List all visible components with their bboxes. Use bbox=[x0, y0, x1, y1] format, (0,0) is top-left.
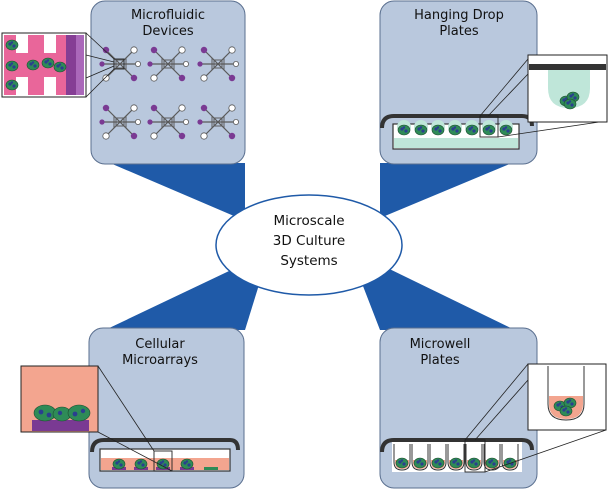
panel-cellular-microarrays: Cellular Microarrays bbox=[88, 327, 245, 489]
center-title-line-2: 3D Culture bbox=[273, 233, 345, 249]
panel-microfluidic-devices: Microfluidic Devices bbox=[85, 0, 246, 165]
panel-title-line-2: Plates bbox=[420, 353, 460, 368]
panel-title-line-1: Microfluidic bbox=[131, 8, 205, 23]
microarray-zoom-inset bbox=[20, 365, 99, 433]
panel-title-line-1: Hanging Drop bbox=[414, 8, 504, 23]
hanging-drops-row bbox=[397, 120, 513, 136]
center-title-line-1: Microscale bbox=[273, 213, 344, 229]
connector-bottom-left bbox=[105, 262, 262, 330]
connectors bbox=[105, 163, 515, 330]
hanging-drop-zoom-inset bbox=[527, 54, 608, 123]
panel-title-line-2: Plates bbox=[439, 24, 479, 39]
panel-title-line-1: Microwell bbox=[410, 337, 471, 352]
connector-bottom-right bbox=[356, 262, 515, 330]
microarray-spots bbox=[112, 458, 218, 470]
panel-background bbox=[90, 0, 246, 165]
center-node: Microscale 3D Culture Systems bbox=[215, 194, 403, 296]
panel-microwell-plates: Microwell Plates bbox=[379, 327, 607, 489]
microwell-zoom-inset bbox=[527, 363, 607, 431]
panel-title-line-2: Microarrays bbox=[122, 353, 198, 368]
panel-title-line-2: Devices bbox=[142, 24, 193, 39]
microwell-wells bbox=[393, 444, 519, 471]
microfluidic-zoom-inset bbox=[1, 32, 87, 98]
panel-hanging-drop-plates: Hanging Drop Plates bbox=[379, 0, 607, 165]
connector-top-right bbox=[356, 163, 512, 228]
center-ellipse bbox=[215, 194, 403, 296]
center-title-line-3: Systems bbox=[280, 253, 337, 269]
connector-top-left bbox=[110, 163, 262, 228]
panel-title-line-1: Cellular bbox=[135, 337, 185, 352]
